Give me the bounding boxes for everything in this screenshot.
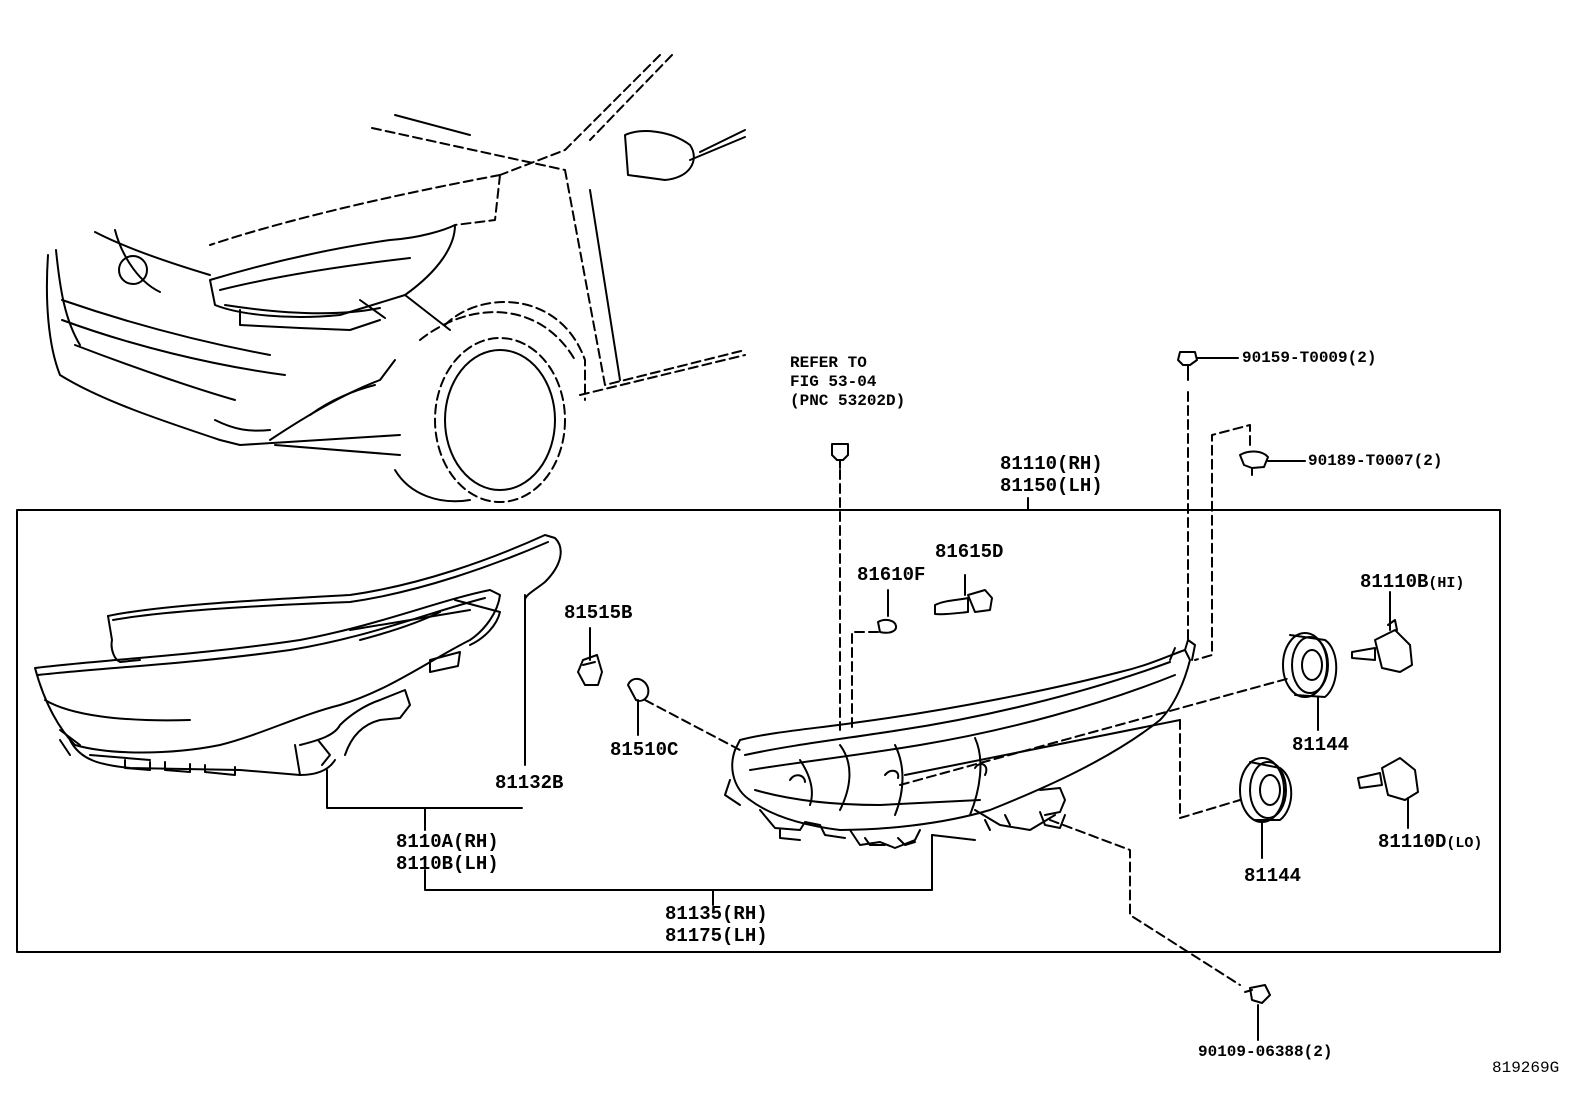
- assembly-frame: [16, 509, 1501, 953]
- part-81144-lower-drawing: [1179, 719, 1293, 859]
- label-81144-upper: 81144: [1292, 734, 1350, 756]
- part-81110B-drawing: [1351, 591, 1413, 673]
- label-81132B: 81132B: [495, 772, 564, 794]
- part-81144-upper-drawing: [1282, 632, 1338, 731]
- part-90109-drawing: [1244, 984, 1271, 1041]
- part-90159-drawing: [1177, 351, 1239, 641]
- label-81110B-number: 81110B: [1360, 571, 1429, 593]
- label-81615D: 81615D: [935, 541, 1004, 563]
- label-90109-06388: 90109-06388(2): [1198, 1043, 1333, 1061]
- part-81515B-drawing: [577, 627, 603, 686]
- label-81610F: 81610F: [857, 564, 926, 586]
- part-81510C-drawing: [627, 677, 741, 751]
- car-front-illustration: [45, 54, 746, 503]
- label-8110B-lh: 8110B(LH): [396, 853, 499, 875]
- label-81515B: 81515B: [564, 602, 633, 624]
- headlamp-lens-and-housing: [34, 534, 562, 776]
- label-81144-lower: 81144: [1244, 865, 1302, 887]
- label-81110D-suffix: (LO): [1446, 835, 1483, 852]
- label-8110A-rh: 8110A(RH): [396, 831, 499, 853]
- headlamp-assembly-drawing: [724, 639, 1291, 986]
- label-81175-lh: 81175(LH): [665, 925, 768, 947]
- refer-note-line2: FIG 53-04: [790, 373, 877, 391]
- label-81110-rh: 81110(RH): [1000, 453, 1103, 475]
- refer-note-line1: REFER TO: [790, 354, 867, 372]
- part-81610F-drawing: [851, 589, 898, 731]
- part-90189-drawing: [1194, 424, 1306, 661]
- label-81110D: 81110D(LO): [1378, 833, 1482, 852]
- part-81110D-drawing: [1357, 757, 1419, 829]
- label-81110B-suffix: (HI): [1428, 575, 1465, 592]
- figure-id: 819269G: [1492, 1059, 1560, 1077]
- label-81110B: 81110B(HI): [1360, 573, 1464, 592]
- refer-fastener-drawing: [831, 443, 849, 731]
- label-90159-T0009: 90159-T0009(2): [1242, 349, 1377, 367]
- label-81150-lh: 81150(LH): [1000, 475, 1103, 497]
- part-81615D-drawing: [934, 574, 993, 616]
- label-81510C: 81510C: [610, 739, 679, 761]
- label-81135-rh: 81135(RH): [665, 903, 768, 925]
- label-90189-T0007: 90189-T0007(2): [1308, 452, 1443, 470]
- refer-note-line3: (PNC 53202D): [790, 392, 906, 410]
- label-81110D-number: 81110D: [1378, 831, 1447, 853]
